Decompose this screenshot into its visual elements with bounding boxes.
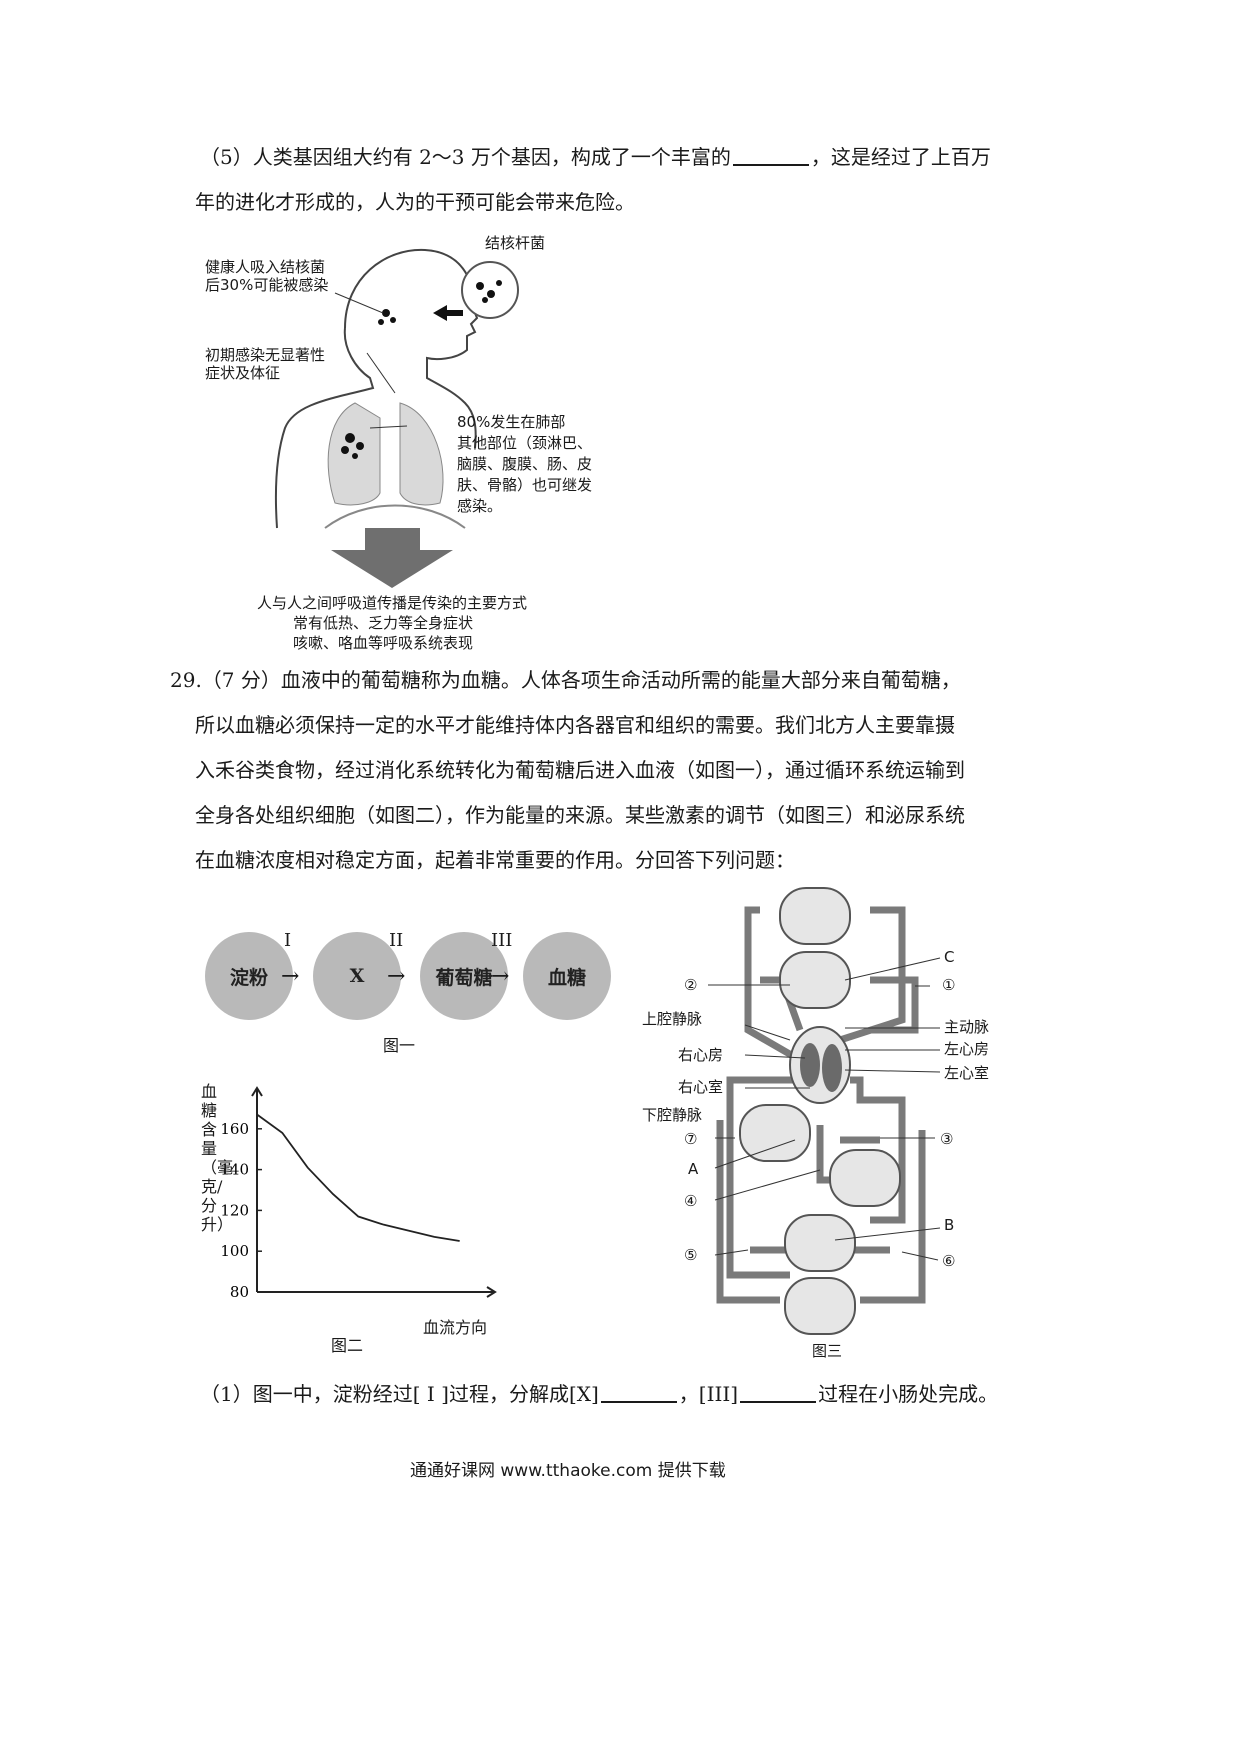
bacteria-label: 结核杆菌 xyxy=(485,234,546,252)
arrow-right-icon: → xyxy=(387,964,406,989)
q29-sub1: （1）图一中，淀粉经过[ I ]过程，分解成[X] ，[III] 过程在小肠处完成。 xyxy=(200,1380,998,1408)
step-3-label: III xyxy=(491,930,513,951)
label-inferior-vena-cava: 下腔静脉 xyxy=(642,1106,703,1124)
label-A: A xyxy=(688,1160,699,1178)
q29-line2: 所以血糖必须保持一定的水平才能维持体内各器官和组织的需要。我们北方人主要靠摄 xyxy=(195,713,955,737)
tb-bottom-1: 人与人之间呼吸道传播是传染的主要方式 xyxy=(257,594,528,612)
label-right-atrium: 右心房 xyxy=(678,1046,724,1064)
label-6: ⑥ xyxy=(942,1252,956,1270)
figure-3: C ① ② 上腔静脉 主动脉 左心房 右心房 左心室 右心室 下腔静脉 ⑦ ③ … xyxy=(640,880,1000,1360)
tb-illustration xyxy=(274,248,519,588)
label-2: ② xyxy=(684,976,698,994)
label-left-ventricle: 左心室 xyxy=(944,1064,990,1082)
tb-bottom-3: 咳嗽、咯血等呼吸系统表现 xyxy=(293,634,474,652)
figure-3-caption: 图三 xyxy=(812,1342,843,1360)
label-5: ⑤ xyxy=(684,1246,698,1264)
node-starch: 淀粉 xyxy=(205,932,293,1020)
chart-y-label: 血糖含量（毫克/分升） xyxy=(201,1082,234,1234)
y-tick-label: 80 xyxy=(230,1283,249,1301)
lung-label-4: 肤、骨骼）也可继发 xyxy=(457,476,593,494)
node-glucose: 葡萄糖 xyxy=(420,932,508,1020)
label-right-ventricle: 右心室 xyxy=(678,1078,724,1096)
early-label-1: 初期感染无显著性 xyxy=(205,346,326,364)
lung-label-1: 80%发生在肺部 xyxy=(457,413,566,431)
answer-blank-iii[interactable] xyxy=(740,1381,817,1403)
early-label-2: 症状及体征 xyxy=(205,364,281,382)
q29-line3: 入禾谷类食物，经过消化系统转化为葡萄糖后进入血液（如图一），通过循环系统运输到 xyxy=(195,758,965,782)
lung-label-5: 感染。 xyxy=(457,497,503,515)
node-x: X xyxy=(313,932,401,1020)
y-tick-label: 120 xyxy=(220,1201,249,1219)
y-axis-arrow-icon xyxy=(251,1086,263,1097)
arrow-right-icon: → xyxy=(491,964,510,989)
figure-2: 80 100 120 140 160 血糖含量（毫克/分升） 血流方向 图二 xyxy=(195,1070,525,1360)
y-tick-label: 160 xyxy=(220,1120,249,1138)
label-1: ① xyxy=(942,976,956,994)
q28-part5-text-a: （5）人类基因组大约有 2～3 万个基因，构成了一个丰富的 xyxy=(200,145,731,169)
label-superior-vena-cava: 上腔静脉 xyxy=(642,1010,703,1028)
tb-bottom-2: 常有低热、乏力等全身症状 xyxy=(293,614,474,632)
y-tick-label: 100 xyxy=(220,1242,249,1260)
healthy-label-1: 健康人吸入结核菌 xyxy=(205,258,326,276)
chart-x-label: 血流方向 xyxy=(423,1318,488,1337)
q29-line4: 全身各处组织细胞（如图二），作为能量的来源。某些激素的调节（如图三）和泌尿系统 xyxy=(195,803,965,827)
label-aorta: 主动脉 xyxy=(944,1018,990,1036)
q29-sub1-text-a: （1）图一中，淀粉经过[ I ]过程，分解成[X] xyxy=(200,1382,599,1406)
q28-part5-line1: （5）人类基因组大约有 2～3 万个基因，构成了一个丰富的 ，这是经过了上百万 xyxy=(200,143,991,171)
label-B: B xyxy=(944,1216,955,1234)
q29-line5: 在血糖浓度相对稳定方面，起着非常重要的作用。分回答下列问题： xyxy=(195,848,795,872)
q29-line1: 29.（7 分）血液中的葡萄糖称为血糖。人体各项生命活动所需的能量大部分来自葡萄… xyxy=(170,668,961,692)
x-axis-arrow-icon xyxy=(486,1286,497,1298)
circulation-diagram xyxy=(708,887,941,1335)
label-left-atrium: 左心房 xyxy=(944,1040,990,1058)
q28-part5-line2: 年的进化才形成的，人为的干预可能会带来危险。 xyxy=(195,190,635,214)
q28-part5-text-b: ，这是经过了上百万 xyxy=(810,145,991,169)
lung-label-3: 脑膜、腹膜、肠、皮 xyxy=(457,455,593,473)
tb-figure: 结核杆菌 健康人吸入结核菌 后30%可能被感染 初期感染无显著性 症状及体征 8… xyxy=(195,228,625,652)
lung-label-2: 其他部位（颈淋巴、 xyxy=(457,434,593,452)
answer-blank-x[interactable] xyxy=(600,1381,677,1403)
blood-sugar-chart: 80 100 120 140 160 xyxy=(220,1086,497,1301)
figure-1-caption: 图一 xyxy=(383,1036,416,1055)
figure-1: 淀粉 X 葡萄糖 血糖 I II III → → → 图一 xyxy=(205,930,611,1060)
arrow-right-icon: → xyxy=(281,964,300,989)
q29-sub1-text-c: 过程在小肠处完成。 xyxy=(818,1382,999,1406)
figure-2-caption: 图二 xyxy=(331,1336,364,1355)
q29-sub1-text-b: ，[III] xyxy=(678,1382,739,1406)
y-tick-label: 140 xyxy=(220,1161,249,1179)
answer-blank[interactable] xyxy=(732,144,809,166)
page-footer: 通通好课网 www.tthaoke.com 提供下载 xyxy=(410,1461,726,1481)
label-7: ⑦ xyxy=(684,1130,698,1148)
label-C: C xyxy=(944,948,955,966)
node-blood-sugar: 血糖 xyxy=(523,932,611,1020)
label-3: ③ xyxy=(940,1130,954,1148)
step-1-label: I xyxy=(284,930,292,951)
blood-sugar-line xyxy=(256,1113,460,1242)
healthy-label-2: 后30%可能被感染 xyxy=(205,276,329,294)
step-2-label: II xyxy=(389,930,404,951)
label-4: ④ xyxy=(684,1192,698,1210)
